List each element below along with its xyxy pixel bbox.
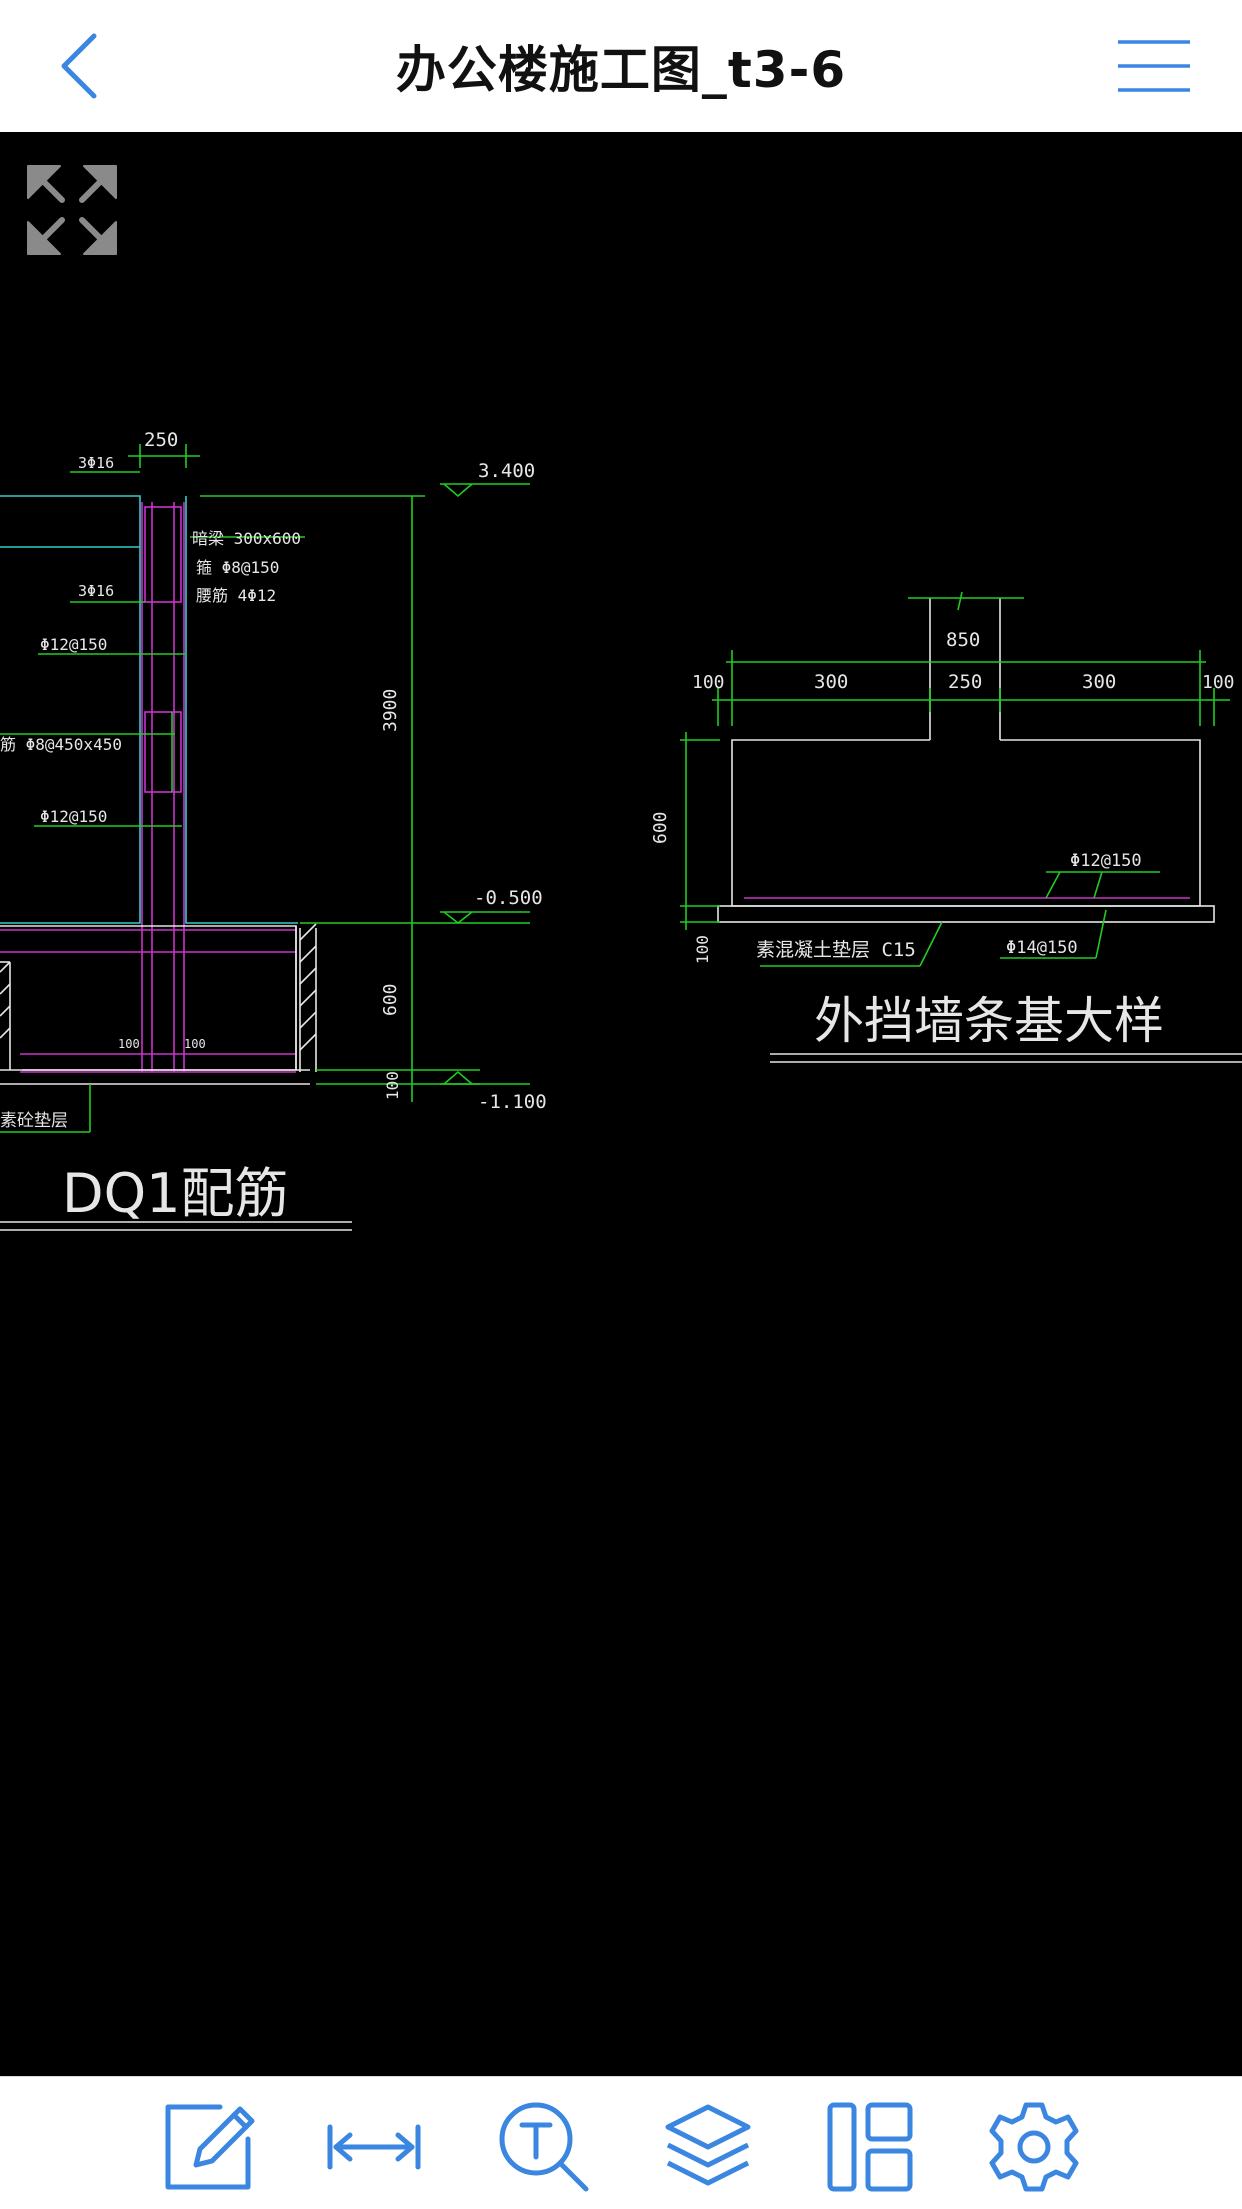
dim-wall-height: 3900 [380,689,401,732]
page-title: 办公楼施工图_t3-6 [395,41,847,99]
hamburger-menu-icon[interactable] [1116,38,1192,94]
cover-label-2: 100 [184,1037,206,1051]
settings-gear-icon[interactable] [986,2099,1082,2195]
stirrup-label: 箍 Φ8@150 [196,558,279,577]
layout-icon[interactable] [822,2099,918,2195]
bar-top-label: 3Φ16 [78,454,114,472]
dim-pad-right: 100 [693,935,712,964]
cad-drawing: 250 3Φ16 3Φ16 暗梁 300x600 箍 Φ8@150 腰筋 4Φ1… [0,429,1242,1231]
dim-column-width: 850 [946,629,980,651]
bottom-toolbar [0,2076,1242,2209]
elevation-top: 3.400 [478,460,535,482]
bar-mid-label: 3Φ16 [78,582,114,600]
dim-seg-1: 100 [692,672,725,693]
detail-title-left: DQ1配筋 [62,1162,288,1225]
fullscreen-toggle-icon[interactable] [24,162,120,258]
measure-icon[interactable] [326,2099,422,2195]
tie-bar-label: 筋 Φ8@450x450 [0,735,122,754]
dim-wall-width: 250 [144,429,178,451]
hidden-beam-label: 暗梁 300x600 [192,529,301,548]
waist-bar-label: 腰筋 4Φ12 [196,586,276,605]
dim-footing-height: 600 [380,983,401,1016]
chevron-left-icon[interactable] [50,28,110,104]
cushion-label-right: 素混凝土垫层 C15 [756,939,916,961]
drawing-canvas[interactable]: 250 3Φ16 3Φ16 暗梁 300x600 箍 Φ8@150 腰筋 4Φ1… [0,132,1242,2076]
dim-seg-2: 300 [814,671,848,693]
cushion-label-left: 素砼垫层 [0,1111,68,1131]
top-navigation-bar: 办公楼施工图_t3-6 [0,0,1242,133]
vertical-bar-label-2: Φ12@150 [40,807,107,826]
dim-seg-5: 100 [1202,672,1235,693]
detail-title-right: 外挡墙条基大样 [814,992,1164,1050]
pencil-edit-icon[interactable] [160,2099,256,2195]
dim-seg-4: 300 [1082,671,1116,693]
top-bar-label-right: Φ12@150 [1070,851,1142,871]
elevation-mid: -0.500 [474,887,543,909]
layers-icon[interactable] [660,2099,756,2195]
text-search-icon[interactable] [496,2099,592,2195]
dim-footing-height-right: 600 [650,811,671,844]
elevation-bottom: -1.100 [478,1091,547,1113]
vertical-bar-label-1: Φ12@150 [40,635,107,654]
dim-seg-3: 250 [948,671,982,693]
bottom-bar-label-right: Φ14@150 [1006,938,1078,958]
dim-pad-left: 100 [383,1071,402,1100]
cover-label-1: 100 [118,1037,140,1051]
